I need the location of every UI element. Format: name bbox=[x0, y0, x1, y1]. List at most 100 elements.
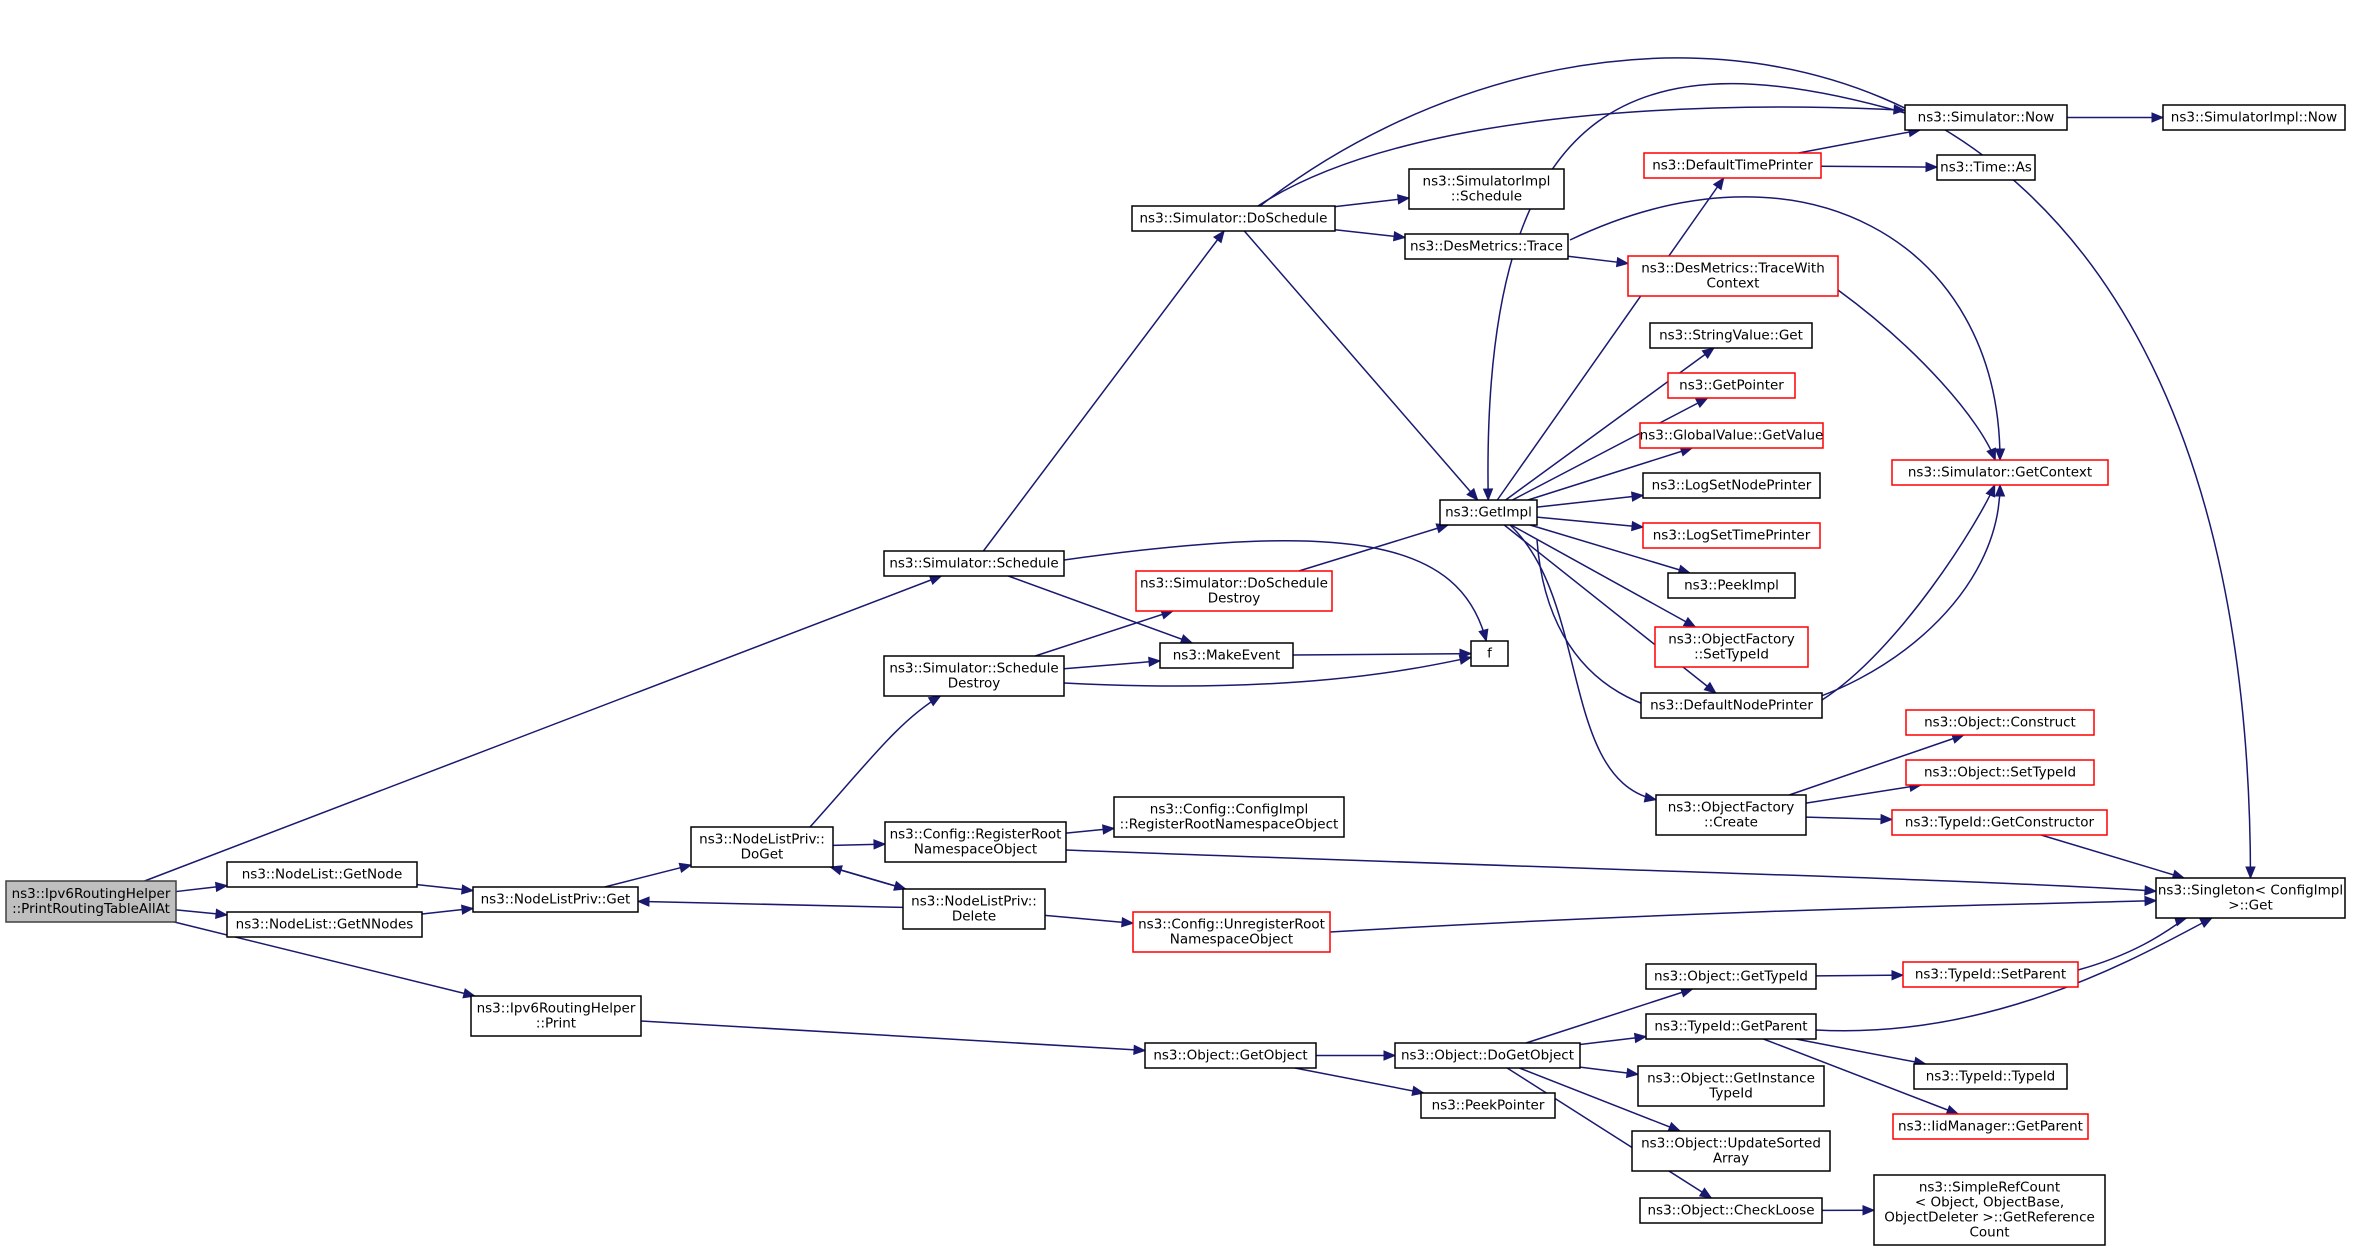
node-getImpl[interactable]: ns3::GetImpl bbox=[1439, 499, 1538, 526]
node-label: ns3::LogSetNodePrinter bbox=[1652, 478, 1812, 494]
node-desTrace[interactable]: ns3::DesMetrics::Trace bbox=[1404, 233, 1569, 260]
edge-objDoGetObject-to-typeGetParent-arrowhead bbox=[1633, 1032, 1648, 1044]
node-label: ns3::Ipv6RoutingHelper bbox=[12, 886, 171, 902]
node-iidGetParent[interactable]: ns3::IidManager::GetParent bbox=[1892, 1113, 2089, 1140]
node-root[interactable]: ns3::Ipv6RoutingHelper::PrintRoutingTabl… bbox=[5, 880, 177, 923]
node-box bbox=[2155, 877, 2346, 919]
node-ofSetTypeId[interactable]: ns3::ObjectFactory::SetTypeId bbox=[1654, 626, 1809, 668]
edge-doSchedule-to-singleton bbox=[1259, 57, 2252, 879]
node-box bbox=[1645, 963, 1817, 990]
edge-getImpl-to-logSetNode bbox=[1536, 494, 1644, 508]
node-makeEvent[interactable]: ns3::MakeEvent bbox=[1159, 642, 1294, 669]
node-box bbox=[470, 995, 642, 1037]
edge-makeEvent-to-f-arrowhead bbox=[1459, 648, 1473, 659]
node-globalVal[interactable]: ns3::GlobalValue::GetValue bbox=[1639, 422, 1824, 449]
node-objDoGetObject[interactable]: ns3::Object::DoGetObject bbox=[1394, 1042, 1581, 1069]
node-getnnodes[interactable]: ns3::NodeList::GetNNodes bbox=[226, 911, 423, 938]
node-objConstruct[interactable]: ns3::Object::Construct bbox=[1905, 709, 2095, 736]
node-label: ns3::Object::SetTypeId bbox=[1924, 765, 2076, 781]
node-label: NamespaceObject bbox=[914, 842, 1037, 858]
node-print[interactable]: ns3::Ipv6RoutingHelper::Print bbox=[470, 995, 642, 1037]
edge-unregroot-to-singleton bbox=[1329, 899, 2157, 933]
edge-simNow-to-simImplNow-arrowhead bbox=[2151, 112, 2165, 123]
node-objGetObject[interactable]: ns3::Object::GetObject bbox=[1144, 1042, 1317, 1069]
node-peekPointer[interactable]: ns3::PeekPointer bbox=[1420, 1092, 1556, 1119]
edge-doSchedule-to-simImplSchedule-arrowhead bbox=[1396, 194, 1411, 205]
node-objCheckLoose[interactable]: ns3::Object::CheckLoose bbox=[1639, 1197, 1823, 1224]
node-regroot[interactable]: ns3::Config::RegisterRootNamespaceObject bbox=[884, 821, 1067, 863]
node-box bbox=[690, 826, 834, 868]
node-unregroot[interactable]: ns3::Config::UnregisterRootNamespaceObje… bbox=[1132, 911, 1331, 953]
node-label: ::SetTypeId bbox=[1694, 647, 1769, 663]
node-getPointer[interactable]: ns3::GetPointer bbox=[1667, 372, 1796, 399]
edge-nldelete-to-doget-arrowhead bbox=[829, 865, 843, 876]
node-simNow[interactable]: ns3::Simulator::Now bbox=[1904, 104, 2068, 131]
node-box bbox=[1420, 1092, 1556, 1119]
node-label: ns3::TypeId::GetParent bbox=[1654, 1019, 1807, 1035]
node-typeSetParent[interactable]: ns3::TypeId::SetParent bbox=[1902, 961, 2079, 988]
edge-schedDestroy-to-doSchedDestroy bbox=[1034, 610, 1174, 657]
edge-root-to-getnnodes-arrowhead bbox=[215, 908, 229, 919]
node-box bbox=[1667, 372, 1796, 399]
node-peekImpl[interactable]: ns3::PeekImpl bbox=[1667, 572, 1796, 599]
node-getnode[interactable]: ns3::NodeList::GetNode bbox=[226, 861, 418, 888]
node-logSetNode[interactable]: ns3::LogSetNodePrinter bbox=[1642, 472, 1821, 499]
node-doget[interactable]: ns3::NodeListPriv::DoGet bbox=[690, 826, 834, 868]
node-label: ns3::Simulator::GetContext bbox=[1908, 465, 2092, 481]
edge-defNodePrinter-to-simGetCtx-arrowhead bbox=[1985, 483, 1996, 498]
node-defNodePrinter[interactable]: ns3::DefaultNodePrinter bbox=[1640, 692, 1823, 719]
node-timeAs[interactable]: ns3::Time::As bbox=[1936, 154, 2036, 181]
node-configimpl[interactable]: ns3::Config::ConfigImpl::RegisterRootNam… bbox=[1113, 796, 1345, 838]
node-label: ns3::Object::CheckLoose bbox=[1647, 1203, 1814, 1219]
node-strValGet[interactable]: ns3::StringValue::Get bbox=[1649, 322, 1813, 349]
edge-getImpl-to-strValGet-arrowhead bbox=[1701, 347, 1715, 360]
edge-doget-to-schedDestroy bbox=[809, 695, 941, 828]
edge-ofCreate-to-objSetTypeId bbox=[1805, 784, 1921, 804]
node-label: DoGet bbox=[741, 847, 784, 863]
edge-doSchedule-to-getImpl bbox=[1243, 230, 1479, 501]
node-nlget[interactable]: ns3::NodeListPriv::Get bbox=[472, 886, 639, 913]
node-simImplSchedule[interactable]: ns3::SimulatorImpl::Schedule bbox=[1408, 168, 1565, 210]
node-typeGetParent[interactable]: ns3::TypeId::GetParent bbox=[1645, 1013, 1817, 1040]
node-box bbox=[1631, 1130, 1831, 1172]
node-box bbox=[1637, 1065, 1825, 1107]
node-ofCreate[interactable]: ns3::ObjectFactory::Create bbox=[1655, 794, 1807, 836]
node-f[interactable]: f bbox=[1470, 640, 1509, 667]
node-logSetTime[interactable]: ns3::LogSetTimePrinter bbox=[1642, 522, 1821, 549]
node-label: ns3::Simulator::Schedule bbox=[889, 556, 1058, 572]
node-singleton[interactable]: ns3::Singleton< ConfigImpl>::Get bbox=[2155, 877, 2346, 919]
node-typeGetCtor[interactable]: ns3::TypeId::GetConstructor bbox=[1891, 809, 2108, 836]
node-label: Delete bbox=[952, 909, 996, 925]
node-label: >::Get bbox=[2228, 898, 2272, 914]
node-label: ns3::MakeEvent bbox=[1173, 648, 1281, 664]
node-box bbox=[1404, 233, 1569, 260]
edge-schedDestroy-to-makeEvent-arrowhead bbox=[1148, 656, 1162, 668]
node-label: ns3::NodeList::GetNode bbox=[242, 867, 403, 883]
node-simpleRefCount[interactable]: ns3::SimpleRefCount< Object, ObjectBase,… bbox=[1873, 1174, 2106, 1246]
node-defTimePrinter[interactable]: ns3::DefaultTimePrinter bbox=[1643, 152, 1822, 179]
node-box bbox=[1639, 1197, 1823, 1224]
node-simGetCtx[interactable]: ns3::Simulator::GetContext bbox=[1891, 459, 2109, 486]
node-objGetTypeId[interactable]: ns3::Object::GetTypeId bbox=[1645, 963, 1817, 990]
node-typeTypeId[interactable]: ns3::TypeId::TypeId bbox=[1913, 1063, 2068, 1090]
node-schedule[interactable]: ns3::Simulator::Schedule bbox=[883, 550, 1065, 577]
node-label: TypeId bbox=[1708, 1086, 1753, 1102]
node-label: ns3::Simulator::Now bbox=[1918, 110, 2055, 126]
node-nldelete[interactable]: ns3::NodeListPriv::Delete bbox=[902, 888, 1046, 930]
edge-doSchedule-to-desTrace bbox=[1334, 228, 1406, 239]
node-simImplNow[interactable]: ns3::SimulatorImpl::Now bbox=[2162, 104, 2346, 131]
node-doSchedule[interactable]: ns3::Simulator::DoSchedule bbox=[1131, 205, 1336, 232]
node-label: ns3::Simulator::Schedule bbox=[889, 661, 1058, 677]
edge-root-to-schedule bbox=[144, 575, 942, 882]
node-objSetTypeId[interactable]: ns3::Object::SetTypeId bbox=[1905, 759, 2095, 786]
node-box bbox=[1408, 168, 1565, 210]
edge-typeGetCtor-to-singleton bbox=[2040, 834, 2185, 879]
node-label: ns3::PeekPointer bbox=[1432, 1098, 1545, 1114]
node-box bbox=[1655, 794, 1807, 836]
edge-schedDestroy-to-f bbox=[1063, 656, 1472, 687]
